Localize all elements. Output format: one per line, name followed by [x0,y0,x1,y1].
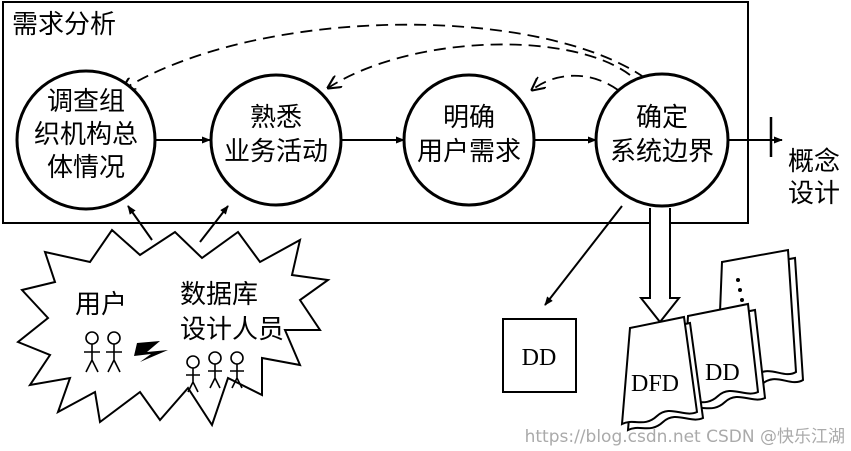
node-boundary-line-1: 确定 [636,103,688,133]
designer-figure-2 [208,351,222,389]
dfd-document-label: DFD [631,371,679,397]
stakeholder-burst [16,228,331,428]
output-label-line-1: 概念 [788,147,840,177]
node-system-boundary: 确定 系统边界 [594,72,730,208]
node-business-activity: 熟悉 业务活动 [209,73,343,207]
users-label: 用户 [75,290,127,320]
designers-label-line-1: 数据库 [180,280,258,310]
hollow-arrow-to-documents [638,208,682,324]
designer-figure-1 [186,355,200,393]
node-requirements-line-1: 明确 [443,103,495,133]
designers-label-line-2: 设计人员 [180,315,284,345]
feedback-arrow-to-org [122,23,646,90]
analysis-frame [2,1,749,224]
node-business-line-1: 熟悉 [250,103,302,133]
node-org-survey: 调查组 织机构总 体情况 [15,69,157,211]
dd-box-label: DD [522,345,557,371]
node-boundary-line-2: 系统边界 [610,137,714,167]
node-org-survey-line-2: 织机构总 [34,120,138,150]
dd-document-stack: DD [681,248,805,412]
node-user-requirements: 明确 用户需求 [402,73,536,207]
dd-box: DD [502,318,577,393]
user-figure-1 [84,331,100,373]
frame-title: 需求分析 [12,10,116,40]
feedback-arrow-to-requirements [532,74,619,90]
communication-lightning-icon [134,341,168,362]
dfd-document-stack: DFD [620,315,705,432]
burst-arrow-to-business [199,205,229,243]
node-org-survey-line-3: 体情况 [47,153,125,183]
node-org-survey-line-1: 调查组 [47,87,125,117]
designer-figure-3 [230,351,244,389]
node-business-line-2: 业务活动 [224,137,328,167]
arrow-to-dd-box [544,205,623,306]
watermark: https://blog.csdn.net CSDN @快乐江湖 [525,427,845,447]
dd-document-label: DD [705,360,740,386]
user-figure-2 [106,331,122,373]
output-label-line-2: 设计 [788,179,840,209]
burst-arrow-to-org [127,205,153,241]
node-requirements-line-2: 用户需求 [417,137,521,167]
feedback-arrow-to-business [328,43,631,88]
